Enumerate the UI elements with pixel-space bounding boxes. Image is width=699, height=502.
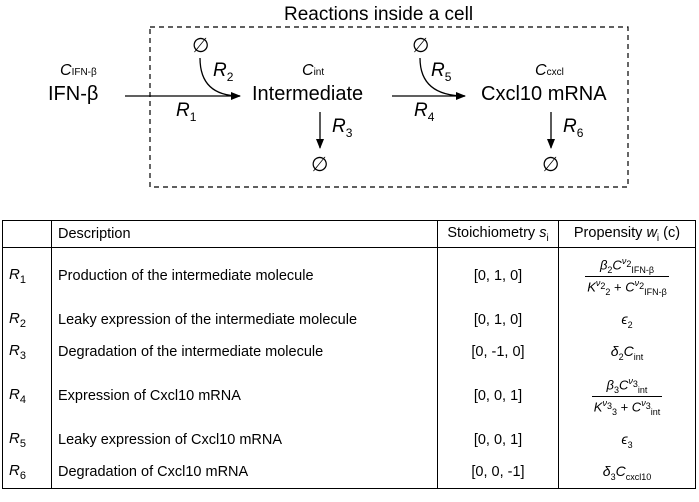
table-row: R2 Leaky expression of the intermediate … (2, 304, 696, 336)
propensity-formula-r4: β3Cν3int Kν33 + Cν3int (591, 375, 663, 417)
row-id: R4 (2, 368, 52, 424)
empty-set-sink-r6: ∅ (542, 154, 560, 176)
arrow-r5 (419, 57, 466, 97)
row-description: Production of the intermediate molecule (51, 247, 438, 304)
reactions-table: Description Stoichiometry si Propensity … (2, 220, 696, 489)
row-description: Expression of Cxcl10 mRNA (51, 368, 438, 424)
header-description: Description (51, 220, 438, 248)
row-id: R2 (2, 304, 52, 336)
label-r6: R6 (563, 116, 584, 140)
species-ifn-beta: IFN-β (48, 83, 99, 105)
cell-boundary (149, 26, 629, 188)
arrow-r2 (199, 57, 241, 97)
table-row: R1 Production of the intermediate molecu… (2, 247, 696, 304)
row-propensity: δ2Cint (558, 336, 696, 368)
species-intermediate: Intermediate (252, 83, 364, 105)
empty-set-source-r5: ∅ (412, 35, 430, 57)
table-row: R3 Degradation of the intermediate molec… (2, 336, 696, 368)
label-r2: R2 (213, 60, 234, 84)
empty-set-source-r2: ∅ (192, 35, 210, 57)
row-propensity: ϵ3 (558, 424, 696, 456)
row-propensity: β3Cν3int Kν33 + Cν3int (558, 368, 696, 424)
propensity-formula-r1: β2Cν2IFN-β Kν22 + Cν2IFN-β (585, 255, 669, 297)
symbol-c-ifn: CIFN-β (60, 62, 97, 79)
reaction-diagram (125, 26, 629, 188)
row-propensity: δ3Ccxcl10 (558, 456, 696, 489)
row-description: Degradation of the intermediate molecule (51, 336, 438, 368)
species-cxcl10-mrna: Cxcl10 mRNA (481, 83, 607, 105)
row-stoichiometry: [0, 0, -1] (437, 456, 559, 489)
label-r1: R1 (176, 100, 197, 124)
table-row: R6 Degradation of Cxcl10 mRNA [0, 0, -1]… (2, 456, 696, 489)
row-description: Leaky expression of the intermediate mol… (51, 304, 438, 336)
table-row: R5 Leaky expression of Cxcl10 mRNA [0, 0… (2, 424, 696, 456)
row-propensity: ϵ2 (558, 304, 696, 336)
row-stoichiometry: [0, -1, 0] (437, 336, 559, 368)
label-r5: R5 (431, 60, 452, 84)
label-r4: R4 (414, 100, 435, 124)
row-stoichiometry: [0, 0, 1] (437, 368, 559, 424)
symbol-c-cxcl: Ccxcl (535, 62, 564, 79)
row-id: R6 (2, 456, 52, 489)
header-id (2, 220, 52, 248)
table-header-row: Description Stoichiometry si Propensity … (2, 220, 696, 248)
row-stoichiometry: [0, 0, 1] (437, 424, 559, 456)
row-id: R5 (2, 424, 52, 456)
header-propensity: Propensity wi (c) (558, 220, 696, 248)
header-stoichiometry: Stoichiometry si (437, 220, 559, 248)
diagram-title: Reactions inside a cell (284, 4, 474, 25)
row-stoichiometry: [0, 1, 0] (437, 247, 559, 304)
empty-set-sink-r3: ∅ (311, 154, 329, 176)
symbol-c-int: Cint (302, 62, 325, 79)
row-stoichiometry: [0, 1, 0] (437, 304, 559, 336)
table-row: R4 Expression of Cxcl10 mRNA [0, 0, 1] β… (2, 368, 696, 424)
row-propensity: β2Cν2IFN-β Kν22 + Cν2IFN-β (558, 247, 696, 304)
row-description: Degradation of Cxcl10 mRNA (51, 456, 438, 489)
label-r3: R3 (332, 116, 353, 140)
row-id: R3 (2, 336, 52, 368)
row-description: Leaky expression of Cxcl10 mRNA (51, 424, 438, 456)
row-id: R1 (2, 247, 52, 304)
